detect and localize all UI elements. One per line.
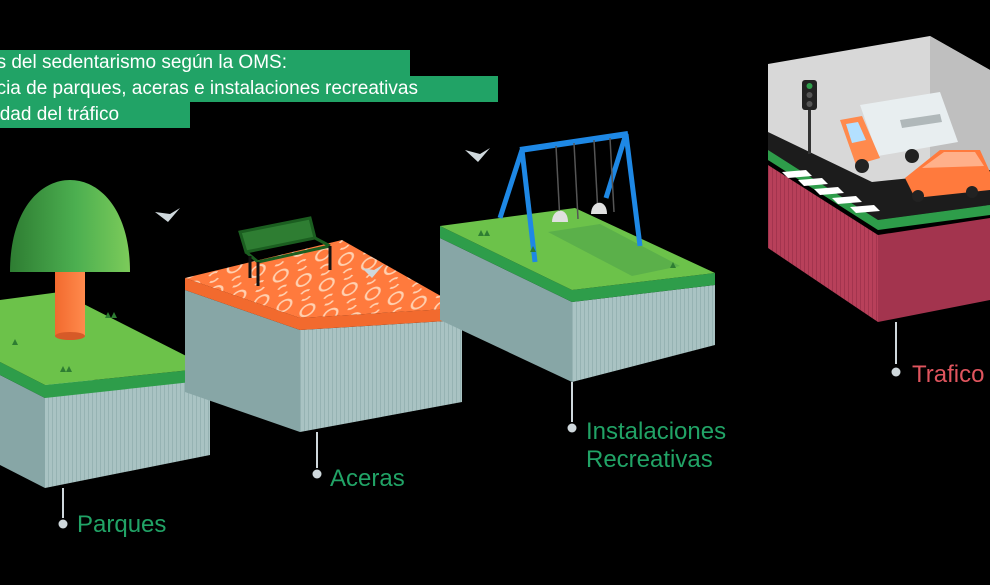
label-instalaciones: Instalaciones: [586, 418, 727, 445]
car-icon: [905, 150, 990, 202]
tree-icon: [10, 180, 130, 340]
bird-icon: [362, 264, 384, 278]
crosswalk: [782, 170, 880, 213]
trafico-block: [768, 36, 990, 377]
aceras-block: [185, 216, 462, 479]
parques-block: [0, 180, 210, 529]
label-trafico: Trafico: [912, 361, 985, 388]
bird-icon: [465, 148, 490, 162]
instalaciones-block: [440, 131, 715, 433]
traffic-light-icon: [802, 80, 817, 154]
swing-icon: [497, 131, 643, 263]
label-recreativas: Recreativas: [586, 446, 713, 473]
label-aceras: Aceras: [330, 465, 405, 492]
banner-line-3: sidad del tráfico: [0, 102, 190, 128]
banner-line-2: ncia de parques, aceras e instalaciones …: [0, 76, 498, 102]
label-parques: Parques: [77, 511, 167, 538]
bird-icon: [155, 208, 180, 222]
bird-icons: [155, 148, 490, 278]
banner-line-1: as del sedentarismo según la OMS:: [0, 50, 410, 76]
truck-icon: [840, 92, 958, 173]
bench-icon: [238, 216, 332, 286]
